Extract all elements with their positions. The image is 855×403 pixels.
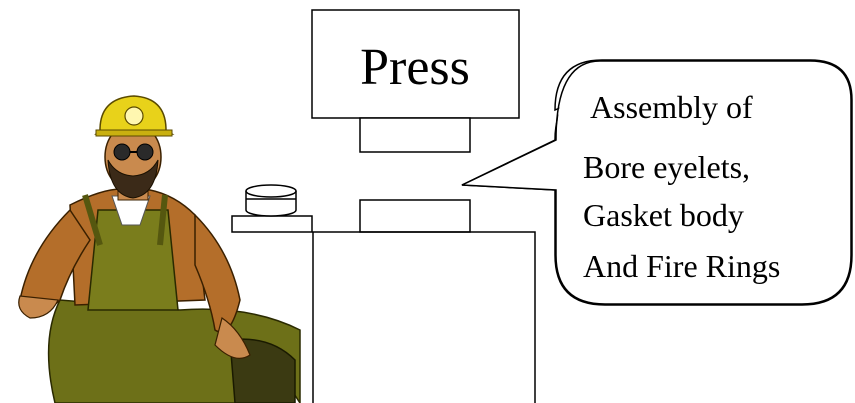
press-label: Press xyxy=(360,39,470,96)
callout-line-2: Bore eyelets, xyxy=(583,149,750,185)
callout-line-3: Gasket body xyxy=(583,197,744,233)
press-lower-die xyxy=(360,200,470,232)
callout-line-1: Assembly of xyxy=(590,89,753,125)
callout-line-4: And Fire Rings xyxy=(583,248,780,284)
worker-icon xyxy=(19,96,300,403)
press-upper-ram xyxy=(360,118,470,152)
side-shelf xyxy=(232,216,312,232)
press-base xyxy=(313,232,535,403)
gasket-part-icon xyxy=(246,185,296,216)
